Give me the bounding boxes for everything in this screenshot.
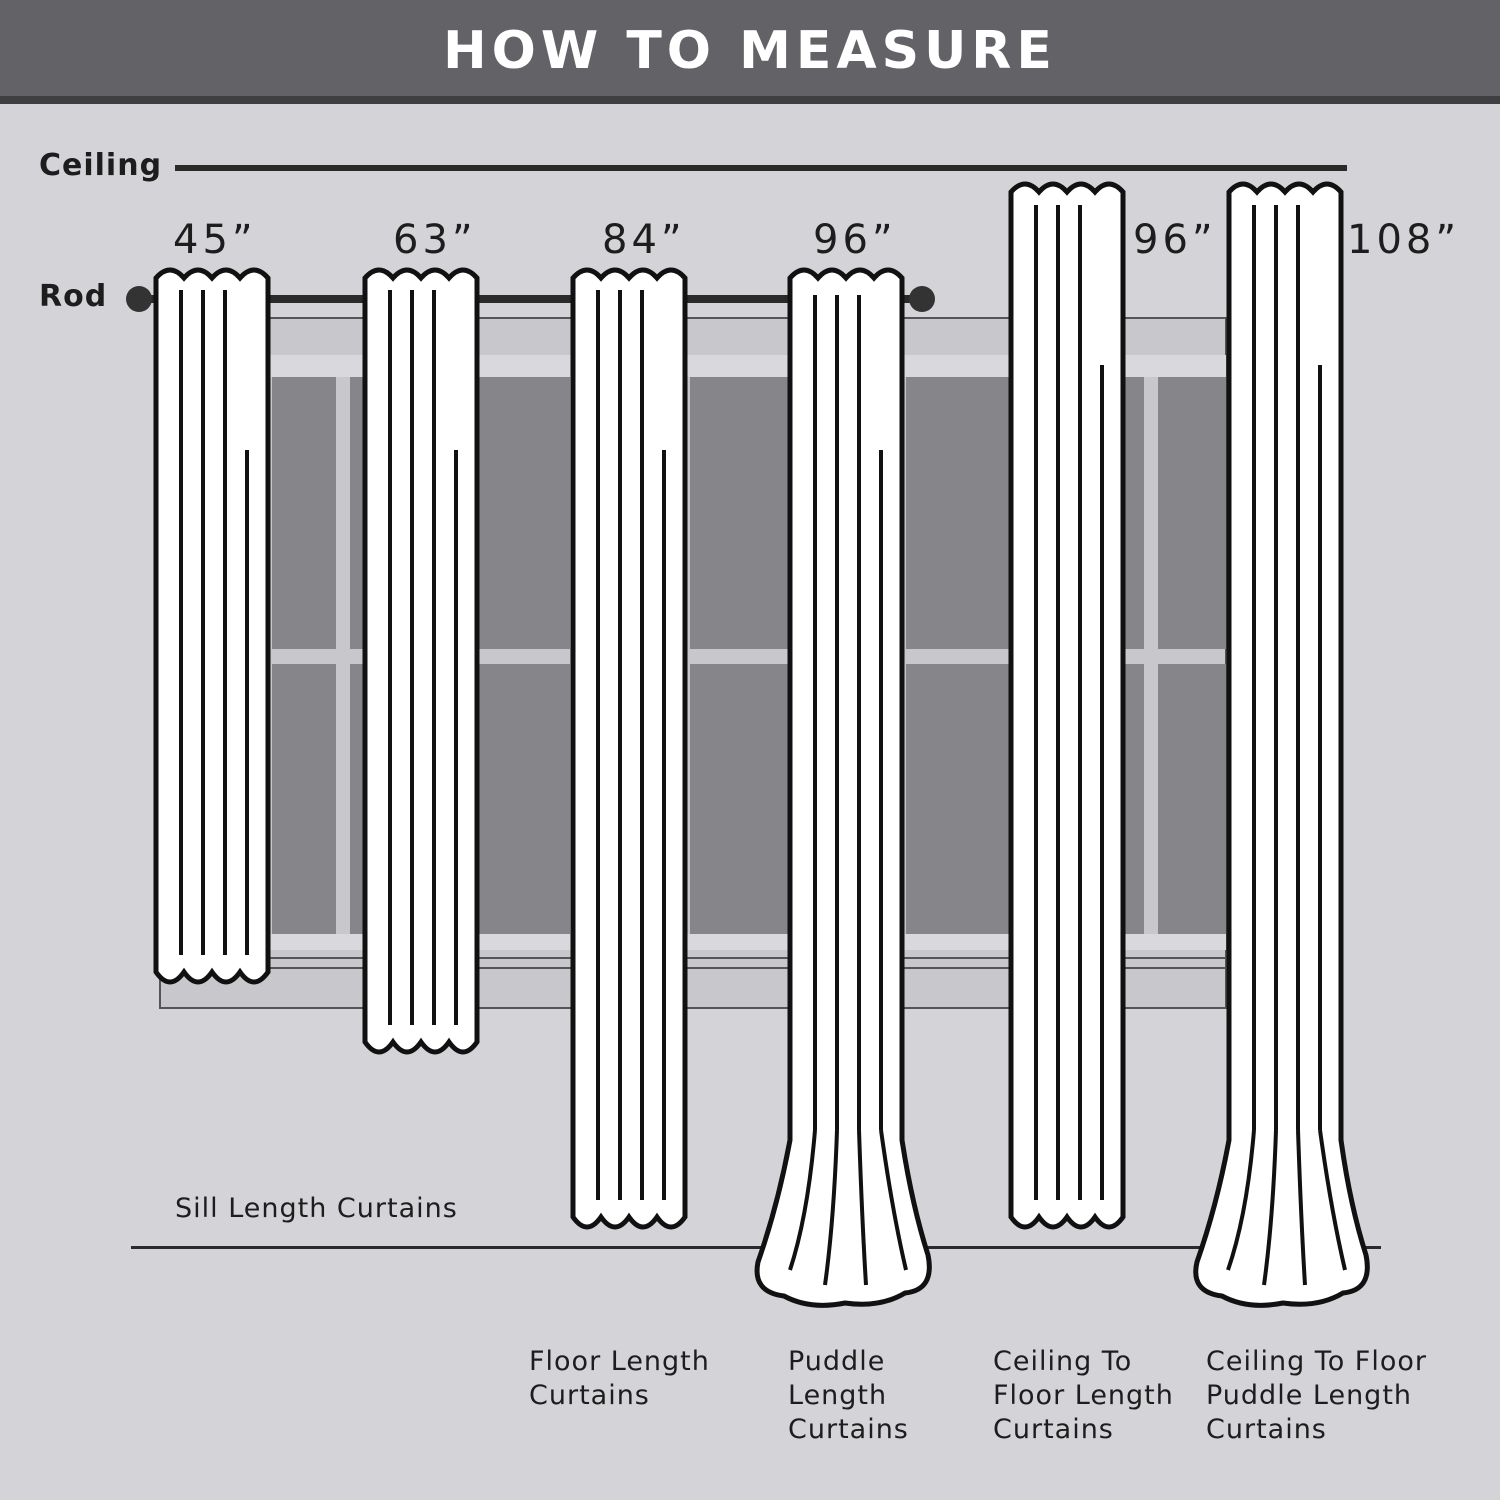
ceiling-label: Ceiling [39, 148, 163, 183]
header-bar: HOW TO MEASURE [0, 0, 1500, 104]
caption-sill-length: Sill Length Curtains [175, 1193, 458, 1224]
curtain-ceiling-puddle-108 [1193, 181, 1370, 1308]
ceiling-line [175, 165, 1347, 171]
window-pane [690, 664, 790, 934]
length-label-84: 84” [602, 217, 686, 263]
window-pane [272, 664, 336, 934]
rod-label: Rod [39, 279, 108, 314]
curtain-rod [126, 286, 935, 312]
page-title: HOW TO MEASURE [443, 21, 1057, 81]
curtain-sill-63 [362, 267, 480, 1055]
window-pane [272, 377, 336, 649]
caption-ceiling-to-floor: Ceiling To Floor Length Curtains [993, 1346, 1174, 1445]
curtain-sill-45 [153, 267, 271, 985]
floor-line [131, 1246, 1381, 1249]
window-pane [1158, 377, 1226, 649]
length-label-108: 108” [1347, 217, 1461, 263]
caption-ceiling-to-floor-puddle: Ceiling To Floor Puddle Length Curtains [1206, 1346, 1427, 1445]
rod-finial-left [126, 286, 152, 312]
curtain-puddle-96 [754, 267, 932, 1308]
caption-puddle-length: Puddle Length Curtains [788, 1346, 909, 1445]
window-pane [690, 377, 790, 649]
window-pane [1158, 664, 1226, 934]
length-label-96-ceiling: 96” [1133, 217, 1217, 263]
length-label-45: 45” [173, 217, 257, 263]
curtain-ceiling-floor-96 [1008, 181, 1126, 1230]
rod-finial-right [909, 286, 935, 312]
caption-floor-length: Floor Length Curtains [529, 1346, 710, 1411]
length-label-96-puddle: 96” [813, 217, 897, 263]
curtain-floor-84 [570, 267, 688, 1230]
length-label-63: 63” [393, 217, 477, 263]
